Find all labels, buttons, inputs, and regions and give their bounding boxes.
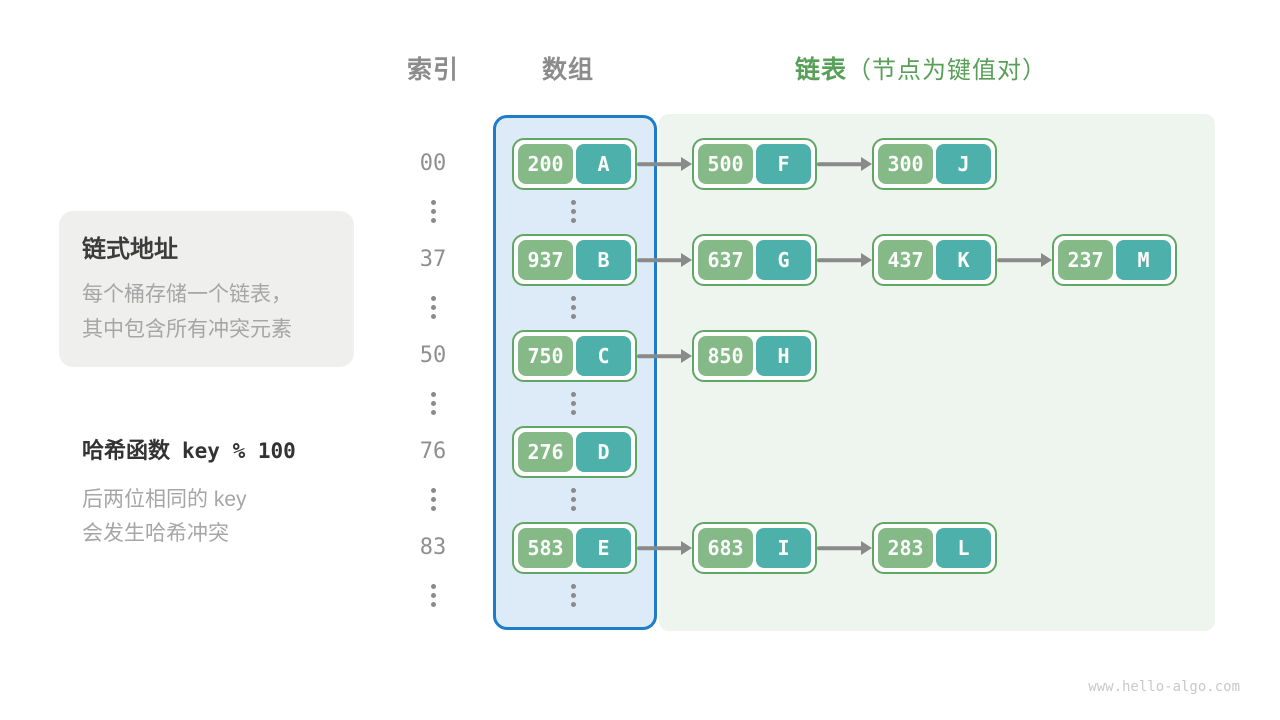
ellipsis-dots — [421, 392, 445, 415]
key-pill: 200 — [518, 144, 573, 184]
ellipsis-dots — [561, 200, 585, 223]
watermark: www.hello-algo.com — [1088, 679, 1240, 695]
key-pill: 583 — [518, 528, 573, 568]
value-pill: M — [1116, 240, 1171, 280]
index-label: 76 — [419, 439, 447, 464]
list-column-header: 链表（节点为键值对） — [795, 54, 1047, 86]
index-label: 50 — [419, 343, 447, 368]
value-pill: K — [936, 240, 991, 280]
arrow-right-icon — [817, 138, 872, 190]
ellipsis-dots — [421, 488, 445, 511]
key-pill: 750 — [518, 336, 573, 376]
hash-function-body: 后两位相同的 key 会发生哈希冲突 — [82, 483, 382, 551]
arrow-right-icon — [637, 138, 692, 190]
bucket-row-37: 937 B 637 G 437 K 237 M — [512, 234, 1177, 286]
chaining-note-card: 链式地址 每个桶存储一个链表， 其中包含所有冲突元素 — [59, 211, 354, 367]
value-pill: J — [936, 144, 991, 184]
index-label: 37 — [419, 247, 447, 272]
ellipsis-dots — [421, 584, 445, 607]
key-pill: 300 — [878, 144, 933, 184]
pair-node: 637 G — [692, 234, 817, 286]
hash-function-line2: 会发生哈希冲突 — [82, 522, 229, 545]
pair-node: 200 A — [512, 138, 637, 190]
pair-node: 583 E — [512, 522, 637, 574]
value-pill: D — [576, 432, 631, 472]
ellipsis-dots — [561, 392, 585, 415]
index-label: 00 — [419, 151, 447, 176]
arrow-right-icon — [817, 234, 872, 286]
key-pill: 276 — [518, 432, 573, 472]
value-pill: E — [576, 528, 631, 568]
list-column-header-note: （节点为键值对） — [847, 57, 1048, 84]
pair-node: 237 M — [1052, 234, 1177, 286]
key-pill: 683 — [698, 528, 753, 568]
value-pill: C — [576, 336, 631, 376]
key-pill: 283 — [878, 528, 933, 568]
chaining-note-line2: 其中包含所有冲突元素 — [82, 318, 292, 341]
bucket-row-00: 200 A 500 F 300 J — [512, 138, 997, 190]
pair-node: 683 I — [692, 522, 817, 574]
value-pill: B — [576, 240, 631, 280]
value-pill: A — [576, 144, 631, 184]
value-pill: G — [756, 240, 811, 280]
pair-node: 300 J — [872, 138, 997, 190]
index-label: 83 — [419, 535, 447, 560]
pair-node: 937 B — [512, 234, 637, 286]
key-pill: 937 — [518, 240, 573, 280]
hash-function-code: key % 100 — [182, 439, 296, 463]
ellipsis-dots — [421, 200, 445, 223]
key-pill: 850 — [698, 336, 753, 376]
chaining-note-line1: 每个桶存储一个链表， — [82, 283, 292, 306]
index-column-header: 索引 — [406, 56, 459, 84]
pair-node: 500 F — [692, 138, 817, 190]
pair-node: 750 C — [512, 330, 637, 382]
value-pill: F — [756, 144, 811, 184]
array-column-header: 数组 — [541, 56, 594, 84]
bucket-row-50: 750 C 850 H — [512, 330, 817, 382]
hash-function-title: 哈希函数 key % 100 — [82, 433, 382, 465]
pair-node: 850 H — [692, 330, 817, 382]
arrow-right-icon — [637, 330, 692, 382]
arrow-right-icon — [997, 234, 1052, 286]
chaining-note-title: 链式地址 — [82, 236, 178, 263]
hash-function-line1: 后两位相同的 key — [82, 488, 247, 511]
hash-function-title-text: 哈希函数 — [82, 438, 171, 463]
pair-node: 276 D — [512, 426, 637, 478]
key-pill: 637 — [698, 240, 753, 280]
value-pill: L — [936, 528, 991, 568]
chaining-note-body: 每个桶存储一个链表， 其中包含所有冲突元素 — [82, 277, 331, 347]
key-pill: 437 — [878, 240, 933, 280]
key-pill: 237 — [1058, 240, 1113, 280]
ellipsis-dots — [561, 584, 585, 607]
arrow-right-icon — [817, 522, 872, 574]
value-pill: I — [756, 528, 811, 568]
ellipsis-dots — [421, 296, 445, 319]
list-column-header-label: 链表 — [795, 56, 848, 84]
bucket-row-76: 276 D — [512, 426, 637, 478]
arrow-right-icon — [637, 522, 692, 574]
bucket-row-83: 583 E 683 I 283 L — [512, 522, 997, 574]
hash-function-note: 哈希函数 key % 100 后两位相同的 key 会发生哈希冲突 — [82, 433, 382, 551]
ellipsis-dots — [561, 296, 585, 319]
value-pill: H — [756, 336, 811, 376]
arrow-right-icon — [637, 234, 692, 286]
ellipsis-dots — [561, 488, 585, 511]
pair-node: 283 L — [872, 522, 997, 574]
pair-node: 437 K — [872, 234, 997, 286]
key-pill: 500 — [698, 144, 753, 184]
